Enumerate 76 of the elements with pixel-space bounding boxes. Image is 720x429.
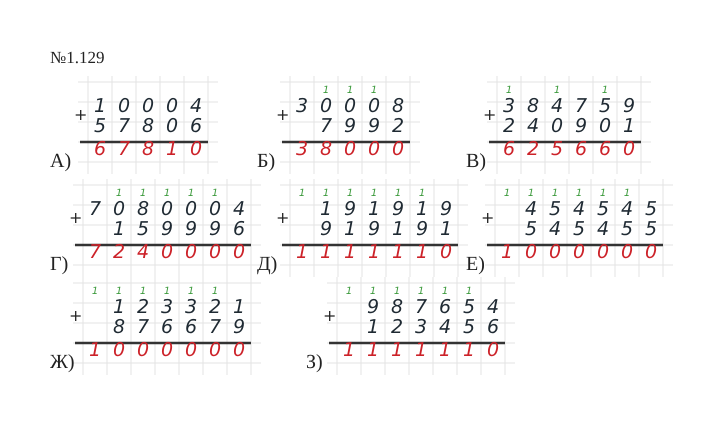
plus-sign: + bbox=[481, 210, 494, 226]
addend-number: 8 7 6 6 7 9 bbox=[112, 317, 246, 337]
addend-number: 5 7 8 0 6 bbox=[92, 116, 204, 136]
plus-sign: + bbox=[276, 107, 290, 123]
carry-digit: 1 bbox=[622, 188, 632, 200]
problem-letter: Д) bbox=[257, 253, 278, 276]
carry-digit: 1 bbox=[138, 286, 148, 298]
sum-number: 3 8 0 0 0 bbox=[294, 139, 406, 159]
carry-digit: 1 bbox=[114, 188, 124, 200]
sum-number: 1 0 0 0 0 0 0 bbox=[88, 340, 246, 360]
carry-digit: 1 bbox=[298, 188, 306, 200]
addend-number: 7 0 8 0 0 0 4 bbox=[88, 199, 246, 219]
carry-digit: 1 bbox=[550, 188, 560, 200]
carry-digit: 1 bbox=[464, 286, 474, 298]
carry-digit: 1 bbox=[138, 188, 148, 200]
carry-digit: 1 bbox=[90, 286, 100, 298]
carry-digit: 1 bbox=[370, 85, 378, 97]
addend-number: 2 4 0 9 0 1 bbox=[502, 116, 636, 136]
addend-number: 5 4 5 4 5 5 bbox=[524, 219, 658, 239]
addend-number: 4 5 4 5 4 5 bbox=[524, 199, 658, 219]
sum-number: 7 2 4 0 0 0 0 bbox=[88, 242, 246, 262]
carry-digit: 1 bbox=[598, 188, 608, 200]
carry-digit: 1 bbox=[394, 188, 402, 200]
carry-digit: 1 bbox=[346, 188, 354, 200]
carry-digit: 1 bbox=[346, 85, 354, 97]
addend-number: 1 2 3 3 2 1 bbox=[112, 297, 246, 317]
carry-digit: 1 bbox=[392, 286, 402, 298]
problem-letter: Г) bbox=[50, 253, 68, 276]
sum-number: 6 2 5 6 6 0 bbox=[502, 139, 636, 159]
problem-letter: Е) bbox=[466, 253, 485, 276]
problem-letter: Б) bbox=[257, 150, 276, 173]
carry-digit: 1 bbox=[370, 188, 378, 200]
plus-sign: + bbox=[74, 107, 88, 123]
problem-letter: З) bbox=[306, 351, 323, 374]
carry-digit: 1 bbox=[322, 85, 330, 97]
carry-digit: 1 bbox=[162, 286, 172, 298]
carry-digit: 1 bbox=[526, 188, 536, 200]
plus-sign: + bbox=[276, 210, 290, 226]
addend-number: 7 9 9 2 bbox=[318, 116, 406, 136]
problem-letter: А) bbox=[50, 150, 72, 173]
addend-number: 9 1 9 1 9 1 bbox=[318, 219, 454, 239]
plus-sign: + bbox=[69, 308, 82, 324]
carry-digit: 1 bbox=[600, 85, 610, 97]
carry-digit: 1 bbox=[162, 188, 172, 200]
plus-sign: + bbox=[483, 107, 496, 123]
carry-digit: 1 bbox=[502, 188, 512, 200]
carry-digit: 1 bbox=[322, 188, 330, 200]
carry-digit: 1 bbox=[210, 286, 220, 298]
sum-number: 1 0 0 0 0 0 0 bbox=[500, 242, 658, 262]
plus-sign: + bbox=[323, 308, 336, 324]
carry-digit: 1 bbox=[368, 286, 378, 298]
addend-number: 1 9 1 9 1 9 bbox=[318, 199, 454, 219]
carry-digit: 1 bbox=[416, 286, 426, 298]
addend-number: 1 0 0 0 4 bbox=[92, 96, 204, 116]
carry-digit: 1 bbox=[186, 188, 196, 200]
carry-digit: 1 bbox=[552, 85, 562, 97]
problem-letter: В) bbox=[466, 150, 486, 173]
sum-number: 1 1 1 1 1 1 0 bbox=[294, 242, 454, 262]
carry-digit: 1 bbox=[574, 188, 584, 200]
carry-digit: 1 bbox=[114, 286, 124, 298]
carry-digit: 1 bbox=[344, 286, 354, 298]
sum-number: 6 7 8 1 0 bbox=[92, 139, 204, 159]
addend-number: 1 5 9 9 9 6 bbox=[112, 219, 246, 239]
problem-letter: Ж) bbox=[50, 351, 75, 374]
addend-number: 1 2 3 4 5 6 bbox=[366, 317, 500, 337]
problem-number: №1.129 bbox=[50, 48, 104, 68]
addend-number: 3 0 0 0 8 bbox=[294, 96, 406, 116]
addend-number: 9 8 7 6 5 4 bbox=[366, 297, 500, 317]
carry-digit: 1 bbox=[186, 286, 196, 298]
carry-digit: 1 bbox=[418, 188, 426, 200]
carry-digit: 1 bbox=[440, 286, 450, 298]
addend-number: 3 8 4 7 5 9 bbox=[502, 96, 636, 116]
sum-number: 1 1 1 1 1 1 0 bbox=[342, 340, 500, 360]
carry-digit: 1 bbox=[504, 85, 514, 97]
plus-sign: + bbox=[69, 210, 82, 226]
carry-digit: 1 bbox=[210, 188, 220, 200]
